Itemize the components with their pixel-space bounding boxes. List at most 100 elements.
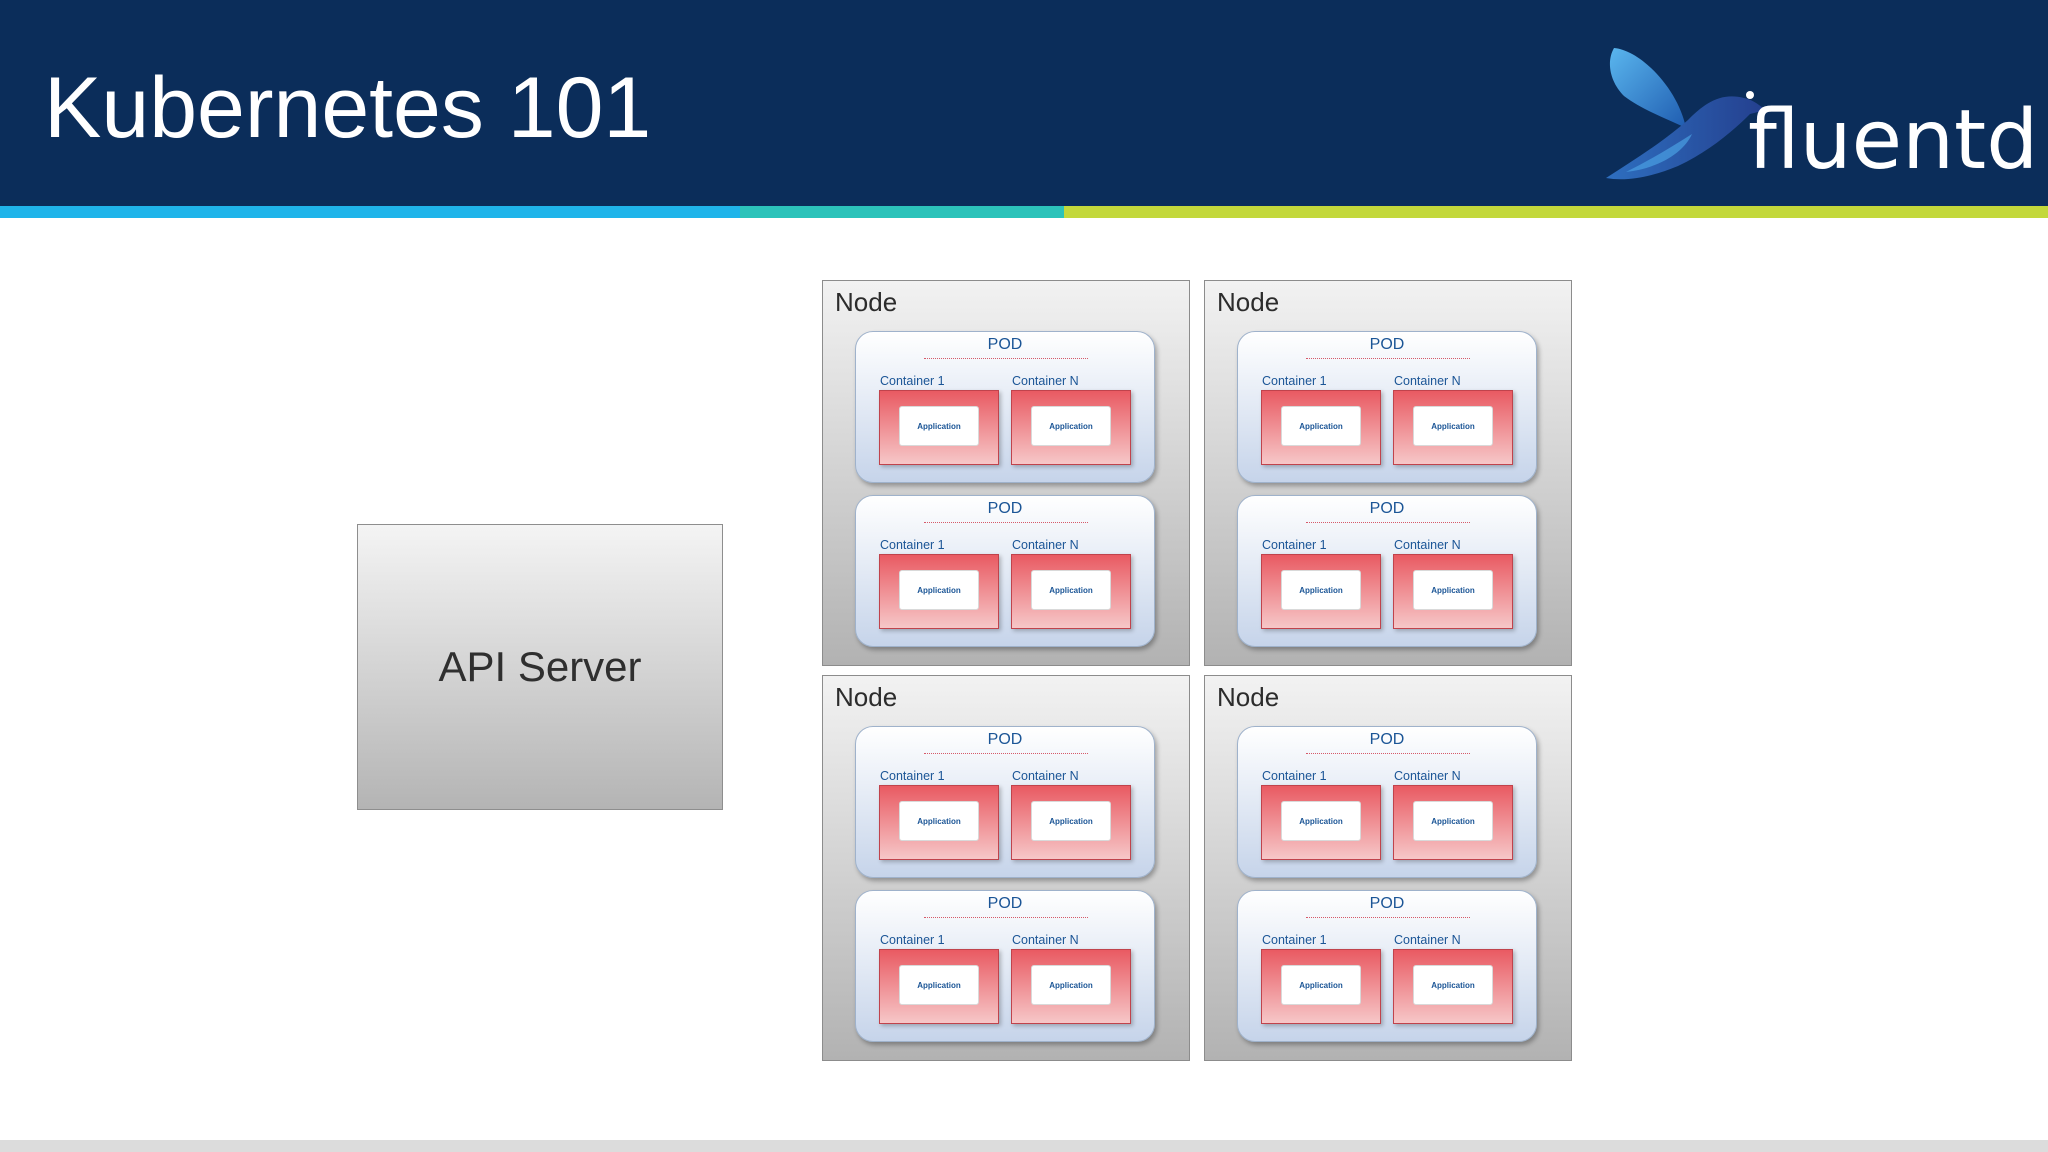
slide-title: Kubernetes 101 xyxy=(44,60,652,156)
container: Container 1 Application xyxy=(879,933,999,1028)
container-label: Container 1 xyxy=(880,374,945,388)
container-label: Container 1 xyxy=(1262,538,1327,552)
pod-label: POD xyxy=(987,895,1023,912)
container-box: Application xyxy=(1261,390,1381,465)
application-label: Application xyxy=(1049,585,1093,595)
application-box: Application xyxy=(1413,570,1493,610)
fluentd-logo: fluentd xyxy=(1600,40,2038,190)
application-box: Application xyxy=(1031,406,1111,446)
container-label: Container N xyxy=(1394,374,1461,388)
application-label: Application xyxy=(1431,816,1475,826)
accent-stripe-green xyxy=(1064,206,2048,218)
container-label: Container N xyxy=(1012,538,1079,552)
application-box: Application xyxy=(1413,801,1493,841)
pod-divider xyxy=(1306,917,1470,918)
container-box: Application xyxy=(1011,949,1131,1024)
container: Container 1 Application xyxy=(1261,538,1381,633)
application-box: Application xyxy=(1281,801,1361,841)
node-label: Node xyxy=(835,682,898,712)
container-box: Application xyxy=(879,554,999,629)
application-box: Application xyxy=(1031,965,1111,1005)
container-box: Application xyxy=(879,390,999,465)
application-label: Application xyxy=(1049,421,1093,431)
container: Container N Application xyxy=(1011,538,1131,633)
container-label: Container 1 xyxy=(880,769,945,783)
pod-divider xyxy=(924,917,1088,918)
pod-divider xyxy=(924,358,1088,359)
container-label: Container N xyxy=(1012,374,1079,388)
pod-box: POD Container 1 Application Container N Appl… xyxy=(855,890,1155,1042)
application-label: Application xyxy=(1431,421,1475,431)
pod-divider xyxy=(924,753,1088,754)
container: Container N Application xyxy=(1011,374,1131,469)
container-box: Application xyxy=(1011,390,1131,465)
pod-label: POD xyxy=(987,731,1023,748)
api-server-box: API Server xyxy=(357,524,723,810)
application-label: Application xyxy=(1299,816,1343,826)
container-label: Container 1 xyxy=(1262,933,1327,947)
pod-label: POD xyxy=(987,336,1023,353)
application-label: Application xyxy=(1431,585,1475,595)
application-label: Application xyxy=(917,421,961,431)
pod-label: POD xyxy=(1369,895,1405,912)
container-label: Container 1 xyxy=(880,933,945,947)
container: Container N Application xyxy=(1393,374,1513,469)
container: Container 1 Application xyxy=(1261,769,1381,864)
container-box: Application xyxy=(1261,554,1381,629)
application-label: Application xyxy=(917,980,961,990)
container-label: Container 1 xyxy=(1262,374,1327,388)
application-box: Application xyxy=(1031,570,1111,610)
pod-label: POD xyxy=(1369,336,1405,353)
container: Container N Application xyxy=(1011,933,1131,1028)
pod-divider xyxy=(1306,522,1470,523)
application-label: Application xyxy=(1299,585,1343,595)
node-label: Node xyxy=(1217,682,1280,712)
container-box: Application xyxy=(1011,554,1131,629)
fluentd-bird-icon xyxy=(1606,48,1766,180)
pod-divider xyxy=(1306,753,1470,754)
application-label: Application xyxy=(1049,980,1093,990)
application-label: Application xyxy=(1299,421,1343,431)
container-box: Application xyxy=(1393,390,1513,465)
container-box: Application xyxy=(1261,949,1381,1024)
slide-header: Kubernetes 101 fluentd xyxy=(0,0,2048,206)
pod-box: POD Container 1 Application Container N Appl… xyxy=(1237,495,1537,647)
application-box: Application xyxy=(899,406,979,446)
container-box: Application xyxy=(1393,949,1513,1024)
container: Container 1 Application xyxy=(1261,374,1381,469)
accent-stripe-blue xyxy=(0,206,740,218)
application-label: Application xyxy=(1431,980,1475,990)
application-box: Application xyxy=(1281,570,1361,610)
pod-label: POD xyxy=(1369,500,1405,517)
application-box: Application xyxy=(899,965,979,1005)
pod-box: POD Container 1 Application Container N Appl… xyxy=(855,331,1155,483)
container-label: Container N xyxy=(1012,933,1079,947)
application-label: Application xyxy=(1299,980,1343,990)
pod-label: POD xyxy=(987,500,1023,517)
pod-box: POD Container 1 Application Container N Appl… xyxy=(1237,331,1537,483)
container-label: Container N xyxy=(1012,769,1079,783)
container-label: Container 1 xyxy=(1262,769,1327,783)
pod-divider xyxy=(1306,358,1470,359)
container-box: Application xyxy=(1261,785,1381,860)
application-box: Application xyxy=(1281,965,1361,1005)
logo-wordmark: fluentd xyxy=(1748,93,2039,188)
container-label: Container N xyxy=(1394,538,1461,552)
application-label: Application xyxy=(917,585,961,595)
container-box: Application xyxy=(879,949,999,1024)
application-label: Application xyxy=(1049,816,1093,826)
container: Container N Application xyxy=(1393,538,1513,633)
footer-bar xyxy=(0,1140,2048,1152)
api-server-label: API Server xyxy=(438,643,642,690)
